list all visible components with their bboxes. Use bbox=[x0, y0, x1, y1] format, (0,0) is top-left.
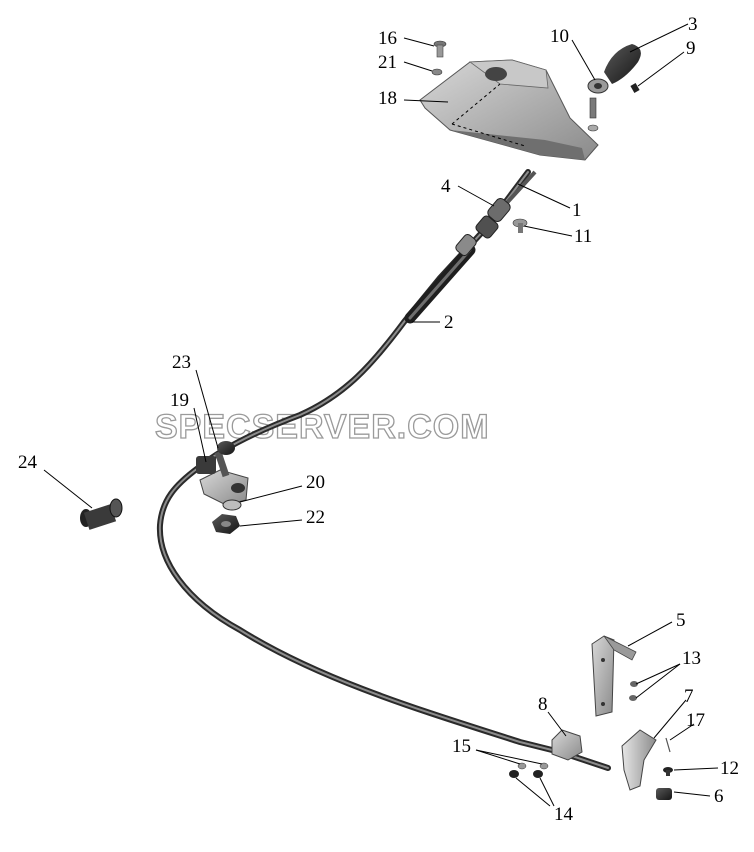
screw-12 bbox=[663, 767, 673, 776]
set-screw bbox=[630, 83, 640, 93]
callout-16: 16 bbox=[378, 28, 397, 49]
callout-7: 7 bbox=[684, 686, 694, 707]
washer-small bbox=[587, 124, 599, 132]
callout-14: 14 bbox=[554, 804, 574, 825]
rod-end bbox=[589, 97, 597, 119]
callout-17: 17 bbox=[686, 710, 705, 731]
callout-2: 2 bbox=[444, 312, 454, 333]
bushing-24 bbox=[80, 498, 123, 530]
screws-13 bbox=[629, 681, 638, 701]
washer-21 bbox=[431, 68, 443, 76]
callout-11: 11 bbox=[574, 226, 592, 247]
callout-22: 22 bbox=[306, 507, 325, 528]
callout-4: 4 bbox=[441, 176, 451, 197]
callout-labels: 16 21 18 3 9 10 4 1 11 2 23 19 20 22 24 … bbox=[18, 14, 739, 825]
cable-sheath-upper bbox=[404, 244, 476, 324]
callout-6: 6 bbox=[714, 786, 724, 807]
callout-20: 20 bbox=[306, 472, 325, 493]
callout-9: 9 bbox=[686, 38, 696, 59]
callout-24: 24 bbox=[18, 452, 38, 473]
bolt-16 bbox=[433, 40, 447, 58]
callout-13: 13 bbox=[682, 648, 701, 669]
washer-20 bbox=[222, 499, 242, 511]
callout-1: 1 bbox=[572, 200, 582, 221]
washers-15 bbox=[517, 762, 549, 770]
control-cable bbox=[156, 169, 611, 771]
callout-8: 8 bbox=[538, 694, 548, 715]
callout-12: 12 bbox=[720, 758, 739, 779]
sleeve-6 bbox=[656, 788, 672, 800]
callout-15: 15 bbox=[452, 736, 471, 757]
callout-5: 5 bbox=[676, 610, 686, 631]
callout-10: 10 bbox=[550, 26, 569, 47]
callout-18: 18 bbox=[378, 88, 397, 109]
nuts-14 bbox=[509, 770, 543, 778]
bracket-5 bbox=[591, 635, 637, 717]
callout-23: 23 bbox=[172, 352, 191, 373]
bracket-plate bbox=[419, 59, 599, 161]
nut-22 bbox=[212, 514, 240, 534]
callout-3: 3 bbox=[688, 14, 698, 35]
lever-bracket-7 bbox=[621, 729, 657, 791]
callout-21: 21 bbox=[378, 52, 397, 73]
watermark: SPECSERVER.COM bbox=[155, 408, 490, 446]
cable-end-fitting bbox=[455, 170, 537, 257]
knob bbox=[604, 44, 641, 84]
leader-lines bbox=[43, 23, 719, 807]
pin-17 bbox=[665, 737, 671, 753]
nut-10 bbox=[587, 78, 609, 94]
pin-11 bbox=[512, 218, 528, 233]
callout-19: 19 bbox=[170, 390, 189, 411]
